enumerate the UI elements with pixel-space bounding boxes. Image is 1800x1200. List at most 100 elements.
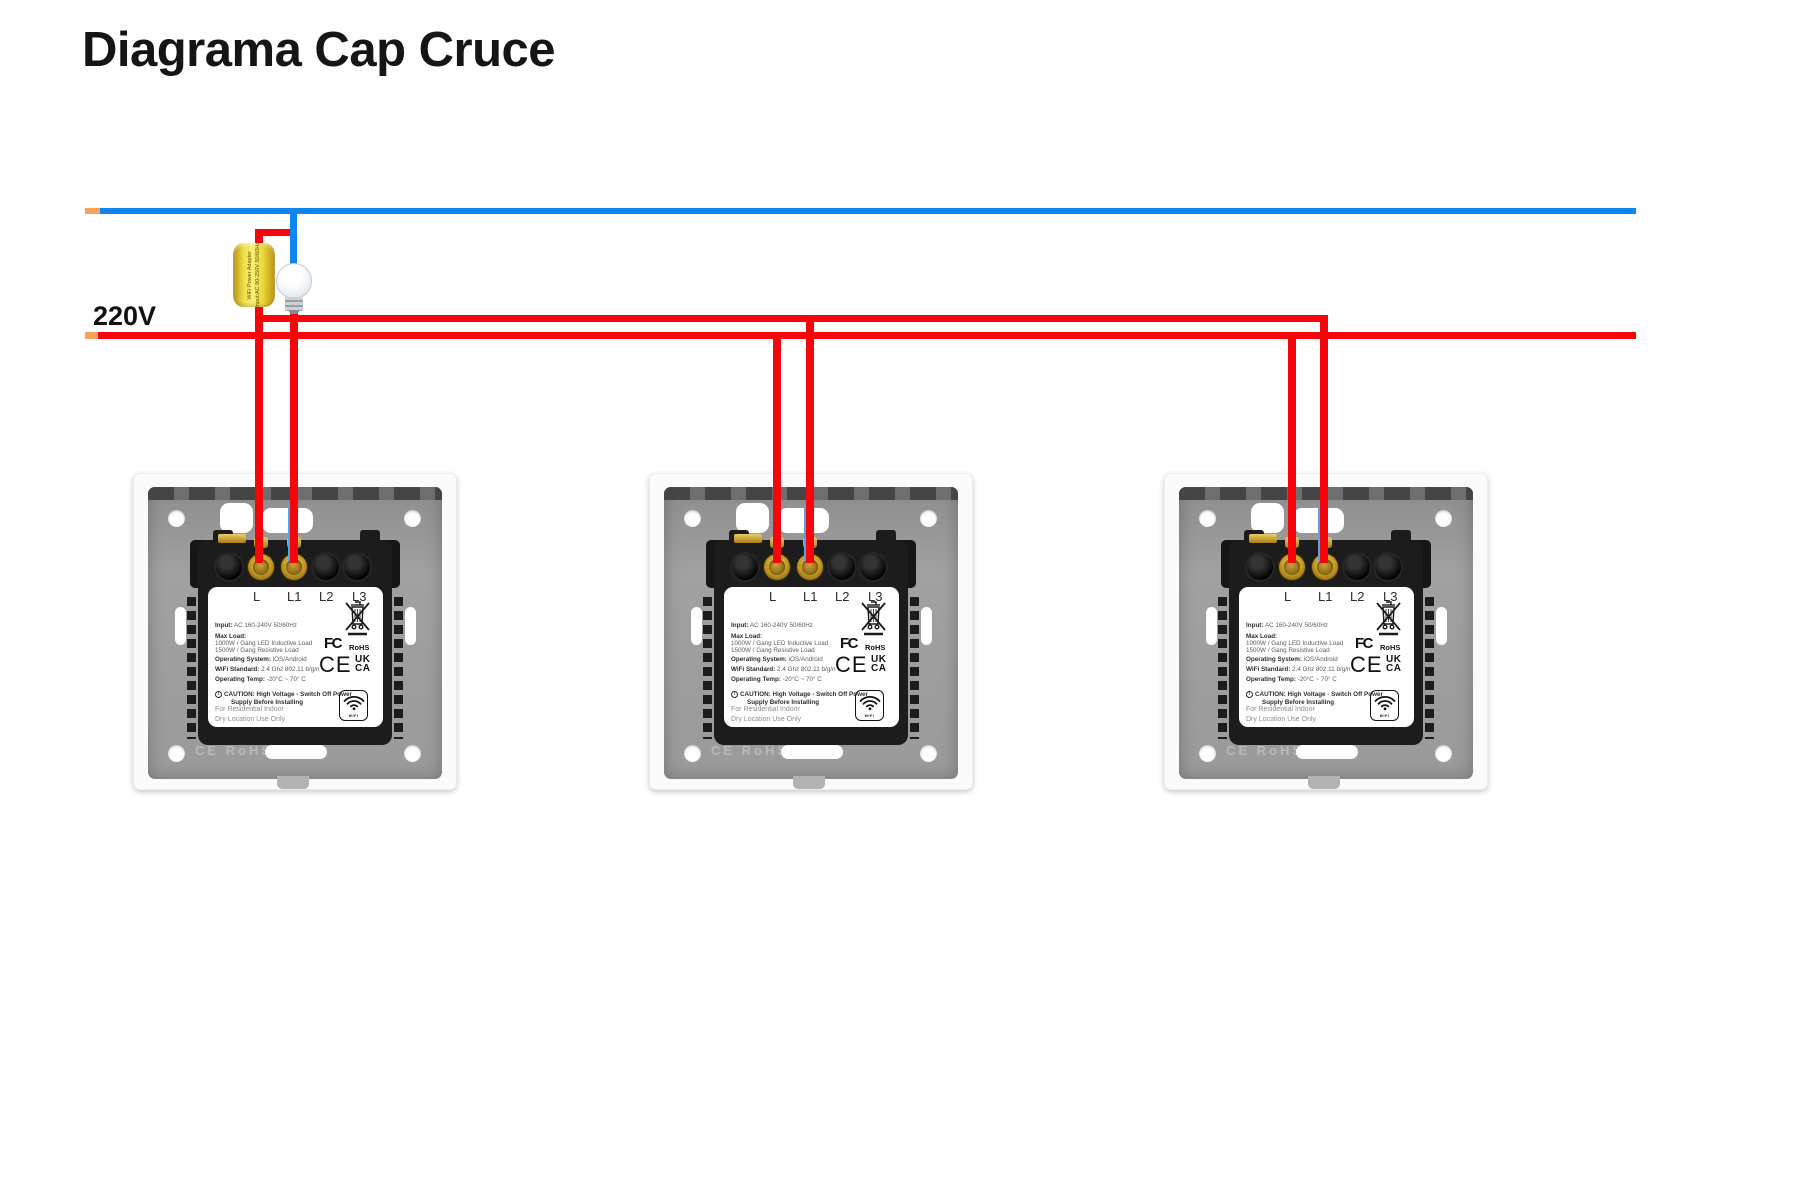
terminal-label-l: L (769, 589, 777, 604)
brass-busbar (218, 534, 246, 543)
smart-switch-1: CE RoHS L L1 L2 L3 Input: AC 16 (133, 473, 457, 790)
spec-max-load-title: Max Load: (215, 633, 247, 640)
terminal-screw-face (286, 559, 302, 575)
wifi-icon: WIFI (1370, 690, 1399, 721)
terminal-screw-face (1317, 559, 1333, 575)
frame-bottom-tab (277, 776, 309, 789)
use-line-1: For Residential Indoor (1246, 706, 1315, 713)
spec-wifi: WiFi Standard: 2.4 Ghz 802.11 b/g/n (215, 666, 320, 673)
brass-busbar (734, 534, 762, 543)
light-bulb-globe (276, 263, 312, 299)
spec-input: Input: AC 160-240V 50/60Hz (731, 622, 813, 629)
screw-hole (920, 510, 937, 527)
terminal-label-l2: L2 (835, 589, 850, 604)
wifi-icon: WIFI (339, 690, 368, 721)
ukca-mark: UK CA (871, 654, 887, 674)
switch1-l1-wire-remnant (288, 505, 291, 561)
screw-hole (1435, 745, 1452, 762)
terminal-hole (1247, 554, 1273, 580)
frame-bottom-tab (1308, 776, 1340, 789)
spec-input: Input: AC 160-240V 50/60Hz (1246, 622, 1328, 629)
caution-icon: ! (1246, 691, 1253, 698)
spec-wifi: WiFi Standard: 2.4 Ghz 802.11 b/g/n (1246, 666, 1351, 673)
spec-os: Operating System: iOS/Android (215, 656, 307, 663)
terminal-hole (860, 554, 886, 580)
heatsink-teeth-left (187, 597, 196, 739)
use-line-2: Dry Location Use Only (215, 716, 286, 723)
spec-load-1: 1000W / Gang LED Inductive Load (731, 640, 829, 647)
spec-label: L L1 L2 L3 Input: AC 160-240V 50/60Hz Ma… (1239, 587, 1414, 727)
screw-hole (404, 510, 421, 527)
smart-switch-3: CE RoHS L L1 L2 L3 Input: AC 16 (1164, 473, 1488, 790)
switch1-l-wire (255, 229, 263, 563)
wifi-arcs-icon (859, 695, 881, 711)
terminal-hole (1375, 554, 1401, 580)
terminal-hole (1344, 554, 1370, 580)
caution-line-1: CAUTION: High Voltage - Switch Off Power (1255, 691, 1383, 698)
caution-line-2: Supply Before Installing (1262, 699, 1335, 706)
wifi-icon-text: WIFI (1379, 714, 1390, 718)
wifi-arcs-icon (1374, 695, 1396, 711)
screw-hole (684, 745, 701, 762)
mounting-cutout (220, 503, 253, 533)
spec-label: L L1 L2 L3 Input: AC 160-240V 50/60Hz Ma… (724, 587, 899, 727)
caution-line-1: CAUTION: High Voltage - Switch Off Power (224, 691, 352, 698)
terminal-screw-face (769, 559, 785, 575)
weee-bin-icon (345, 601, 370, 636)
rohs-mark: RoHS (865, 643, 886, 652)
mounting-slot (405, 607, 416, 645)
brass-busbar (1249, 534, 1277, 543)
terminal-label-l: L (1284, 589, 1292, 604)
mounting-cutout (262, 508, 313, 533)
terminal-label-l3: L3 (868, 589, 883, 604)
embossed-ce-rohs-mark: CE RoHS (195, 743, 274, 758)
ce-mark: CE (835, 652, 868, 677)
terminal-label-l2: L2 (1350, 589, 1365, 604)
fcc-logo: FC (324, 635, 343, 652)
light-bulb-tip (289, 310, 299, 314)
spec-load-2: 1500W / Gang Resistive Load (1246, 647, 1330, 654)
heatsink-teeth-right (910, 597, 919, 739)
terminal-label-l1: L1 (803, 589, 818, 604)
terminal-label-l2: L2 (319, 589, 334, 604)
terminal-hole (313, 554, 339, 580)
heatsink-teeth-left (703, 597, 712, 739)
rohs-mark: RoHS (349, 643, 370, 652)
caution-line-2: Supply Before Installing (747, 699, 820, 706)
spec-max-load-title: Max Load: (731, 633, 763, 640)
spec-os: Operating System: iOS/Android (731, 656, 823, 663)
fcc-logo: FC (840, 635, 859, 652)
switch3-l-wire (1288, 332, 1296, 563)
wifi-icon-text: WIFI (864, 714, 875, 718)
ce-mark: CE (319, 652, 352, 677)
mounting-cutout (778, 508, 829, 533)
caution-icon: ! (215, 691, 222, 698)
screw-hole (1199, 745, 1216, 762)
heatsink-teeth-right (1425, 597, 1434, 739)
screw-hole (1435, 510, 1452, 527)
ce-mark: CE (1350, 652, 1383, 677)
mounting-slot (921, 607, 932, 645)
spec-load-2: 1500W / Gang Resistive Load (731, 647, 815, 654)
bottom-cutout (265, 745, 327, 759)
screw-hole (168, 745, 185, 762)
spec-max-load-title: Max Load: (1246, 633, 1278, 640)
traveler-wire (255, 315, 1328, 322)
ukca-mark: UK CA (1386, 654, 1402, 674)
embossed-ce-rohs-mark: CE RoHS (1226, 743, 1305, 758)
switch3-l1-wire (1320, 315, 1328, 563)
mounting-slot (1436, 607, 1447, 645)
rohs-mark: RoHS (1380, 643, 1401, 652)
weee-bin-icon (861, 601, 886, 636)
mounting-slot (1206, 607, 1217, 645)
switch2-l1-wire-remnant (804, 505, 807, 561)
page-title: Diagrama Cap Cruce (82, 23, 556, 77)
switch2-l-wire (773, 332, 781, 563)
use-line-1: For Residential Indoor (731, 706, 800, 713)
mounting-slot (175, 607, 186, 645)
terminal-hole (216, 554, 242, 580)
caution-line-2: Supply Before Installing (231, 699, 304, 706)
caution-icon: ! (731, 691, 738, 698)
use-line-1: For Residential Indoor (215, 706, 284, 713)
